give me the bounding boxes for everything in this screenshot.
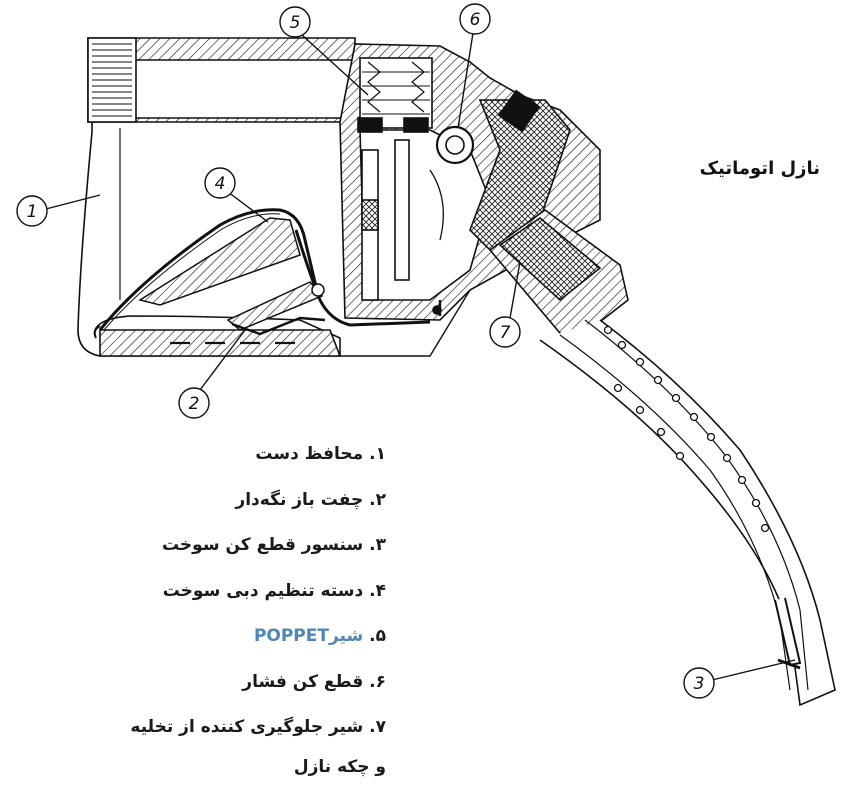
callout-4: 4 bbox=[204, 167, 269, 223]
legend-number: ۵. bbox=[369, 626, 386, 646]
legend-item-1: ۱. محافظ دست bbox=[60, 432, 386, 478]
legend-accent-term: POPPET bbox=[253, 626, 329, 646]
callout-3: 3 bbox=[683, 659, 796, 699]
svg-text:4: 4 bbox=[215, 174, 226, 194]
legend-text: محافظ دست bbox=[255, 444, 364, 464]
legend-item-7: ۷. شیر جلوگیری کننده از تخلیه bbox=[60, 705, 386, 751]
nozzle-body bbox=[77, 37, 601, 357]
legend-number: ۱. bbox=[369, 444, 386, 464]
diagram-title: نازل اتوماتیک bbox=[699, 158, 820, 179]
svg-text:1: 1 bbox=[27, 202, 38, 222]
svg-text:3: 3 bbox=[694, 674, 705, 694]
legend-item-2: ۲. چفت باز نگه‌دار bbox=[60, 478, 386, 524]
legend-number: ۷. bbox=[369, 717, 386, 737]
legend-item-6: ۶. قطع کن فشار bbox=[60, 660, 386, 706]
callout-6: 6 bbox=[457, 3, 491, 129]
svg-text:5: 5 bbox=[290, 13, 301, 33]
grip-knurl bbox=[87, 37, 137, 123]
legend-item-4: ۴. دسته تنظیم دبی سوخت bbox=[60, 569, 386, 615]
flow-lever bbox=[93, 208, 431, 339]
legend-text: شیر bbox=[328, 626, 364, 646]
legend-item-7-continuation: و چکه نازل bbox=[293, 756, 386, 777]
callout-7: 7 bbox=[489, 261, 521, 348]
callout-1: 1 bbox=[16, 194, 101, 227]
legend-text: قطع کن فشار bbox=[242, 671, 364, 692]
legend-number: ۶. bbox=[369, 671, 386, 692]
callout-5: 5 bbox=[279, 6, 369, 96]
spout bbox=[488, 209, 836, 707]
svg-text:6: 6 bbox=[470, 10, 481, 30]
svg-text:2: 2 bbox=[189, 394, 200, 414]
legend-item-3: ۳. سنسور قطع کن سوخت bbox=[60, 523, 386, 569]
callout-2: 2 bbox=[178, 329, 246, 419]
legend-text: سنسور قطع کن سوخت bbox=[161, 535, 364, 555]
hold-open-latch bbox=[226, 281, 326, 336]
pressure-disc bbox=[435, 125, 475, 165]
poppet-cap bbox=[357, 57, 433, 133]
legend-list: ۱. محافظ دست ۲. چفت باز نگه‌دار ۳. سنسور… bbox=[60, 432, 386, 779]
legend-text: شیر جلوگیری کننده از تخلیه bbox=[130, 717, 364, 737]
legend-text: چفت باز نگه‌دار bbox=[235, 489, 364, 510]
legend-text: دسته تنظیم دبی سوخت bbox=[162, 580, 364, 601]
svg-text:7: 7 bbox=[500, 323, 511, 343]
hand-guard-outline bbox=[77, 122, 341, 357]
legend-number: ۲. bbox=[369, 489, 386, 510]
legend-number: ۳. bbox=[369, 535, 386, 555]
legend-number: ۴. bbox=[369, 580, 386, 601]
legend-item-5: ۵. شیرPOPPET bbox=[60, 614, 386, 660]
